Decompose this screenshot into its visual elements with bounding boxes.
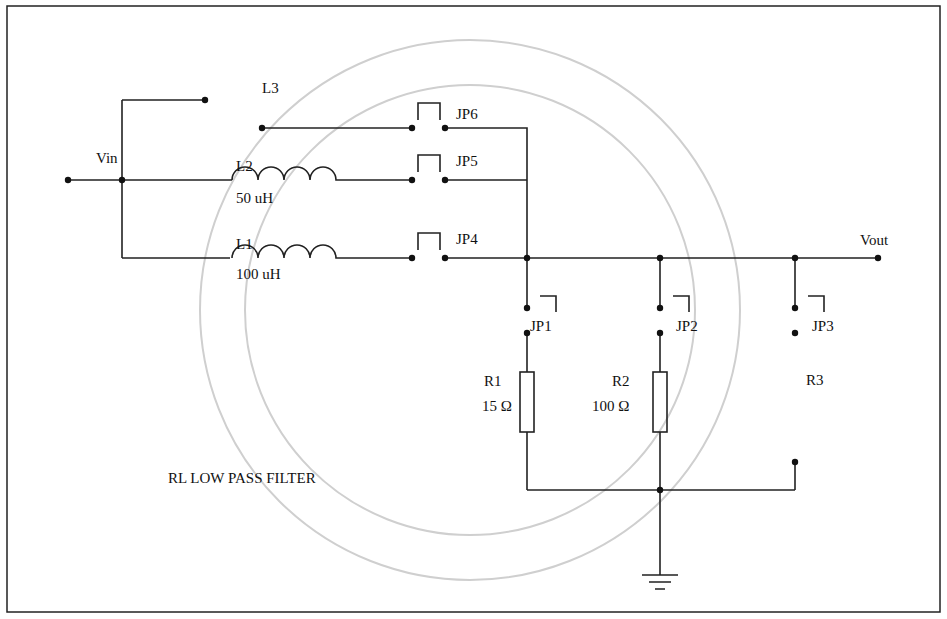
r1-branch	[526, 258, 528, 490]
output-bus	[445, 128, 878, 258]
jumper-name: JP5	[456, 153, 478, 170]
terminal-dot	[657, 255, 663, 261]
terminal-dot	[657, 330, 663, 336]
input-wire	[68, 100, 232, 258]
terminal-dot	[202, 97, 208, 103]
terminal-dot	[792, 255, 798, 261]
part-value: 100 Ω	[592, 398, 629, 415]
terminal-dot	[524, 330, 530, 336]
jumper-name: JP4	[456, 231, 478, 248]
part-name: L1	[236, 236, 253, 253]
jumper-symbol	[418, 233, 440, 250]
jumper-name: JP6	[456, 106, 478, 123]
resistor-symbol	[520, 372, 534, 432]
terminal-dot	[792, 459, 798, 465]
part-name: L2	[236, 158, 253, 175]
terminal-dot	[792, 305, 798, 311]
part-name: R1	[484, 373, 502, 390]
inductor-lead	[337, 180, 412, 258]
part-value: 100 uH	[236, 266, 281, 283]
terminal-dot	[442, 125, 448, 131]
part-value: 50 uH	[236, 190, 273, 207]
watermark-seal	[200, 40, 740, 580]
terminal-dot	[792, 330, 798, 336]
jumper-symbol	[418, 103, 440, 120]
r2-branch	[659, 258, 661, 490]
inductor-symbol	[232, 167, 337, 258]
terminal-dot	[409, 177, 415, 183]
r3-branch	[794, 258, 796, 490]
jumper-name: JP1	[530, 318, 552, 335]
jumper-name: JP2	[676, 318, 698, 335]
part-name: R3	[806, 372, 824, 389]
terminal-dot	[875, 255, 881, 261]
diagram-caption: RL LOW PASS FILTER	[168, 470, 316, 487]
signal-name: Vin	[96, 150, 118, 167]
part-value: 15 Ω	[482, 398, 512, 415]
frame	[7, 6, 940, 612]
part-name: L3	[262, 80, 279, 97]
ground-symbol	[642, 490, 678, 589]
signal-name: Vout	[860, 232, 888, 249]
terminal-dot	[657, 487, 663, 493]
resistor-symbol	[653, 372, 667, 432]
jumper-name: JP3	[812, 318, 834, 335]
terminal-dot	[409, 255, 415, 261]
terminal-dot	[524, 305, 530, 311]
terminal-dot	[657, 305, 663, 311]
terminal-dot	[524, 255, 530, 261]
terminal-dot	[409, 125, 415, 131]
terminal-dot	[119, 177, 125, 183]
l3-wire	[262, 127, 412, 129]
terminal-dot	[442, 177, 448, 183]
jumper-symbol	[540, 296, 824, 312]
jumper-symbol	[418, 155, 440, 172]
terminal-dot	[65, 177, 71, 183]
terminal-dots	[65, 97, 881, 493]
terminal-dot	[442, 255, 448, 261]
part-name: R2	[612, 373, 630, 390]
terminal-dot	[259, 125, 265, 131]
